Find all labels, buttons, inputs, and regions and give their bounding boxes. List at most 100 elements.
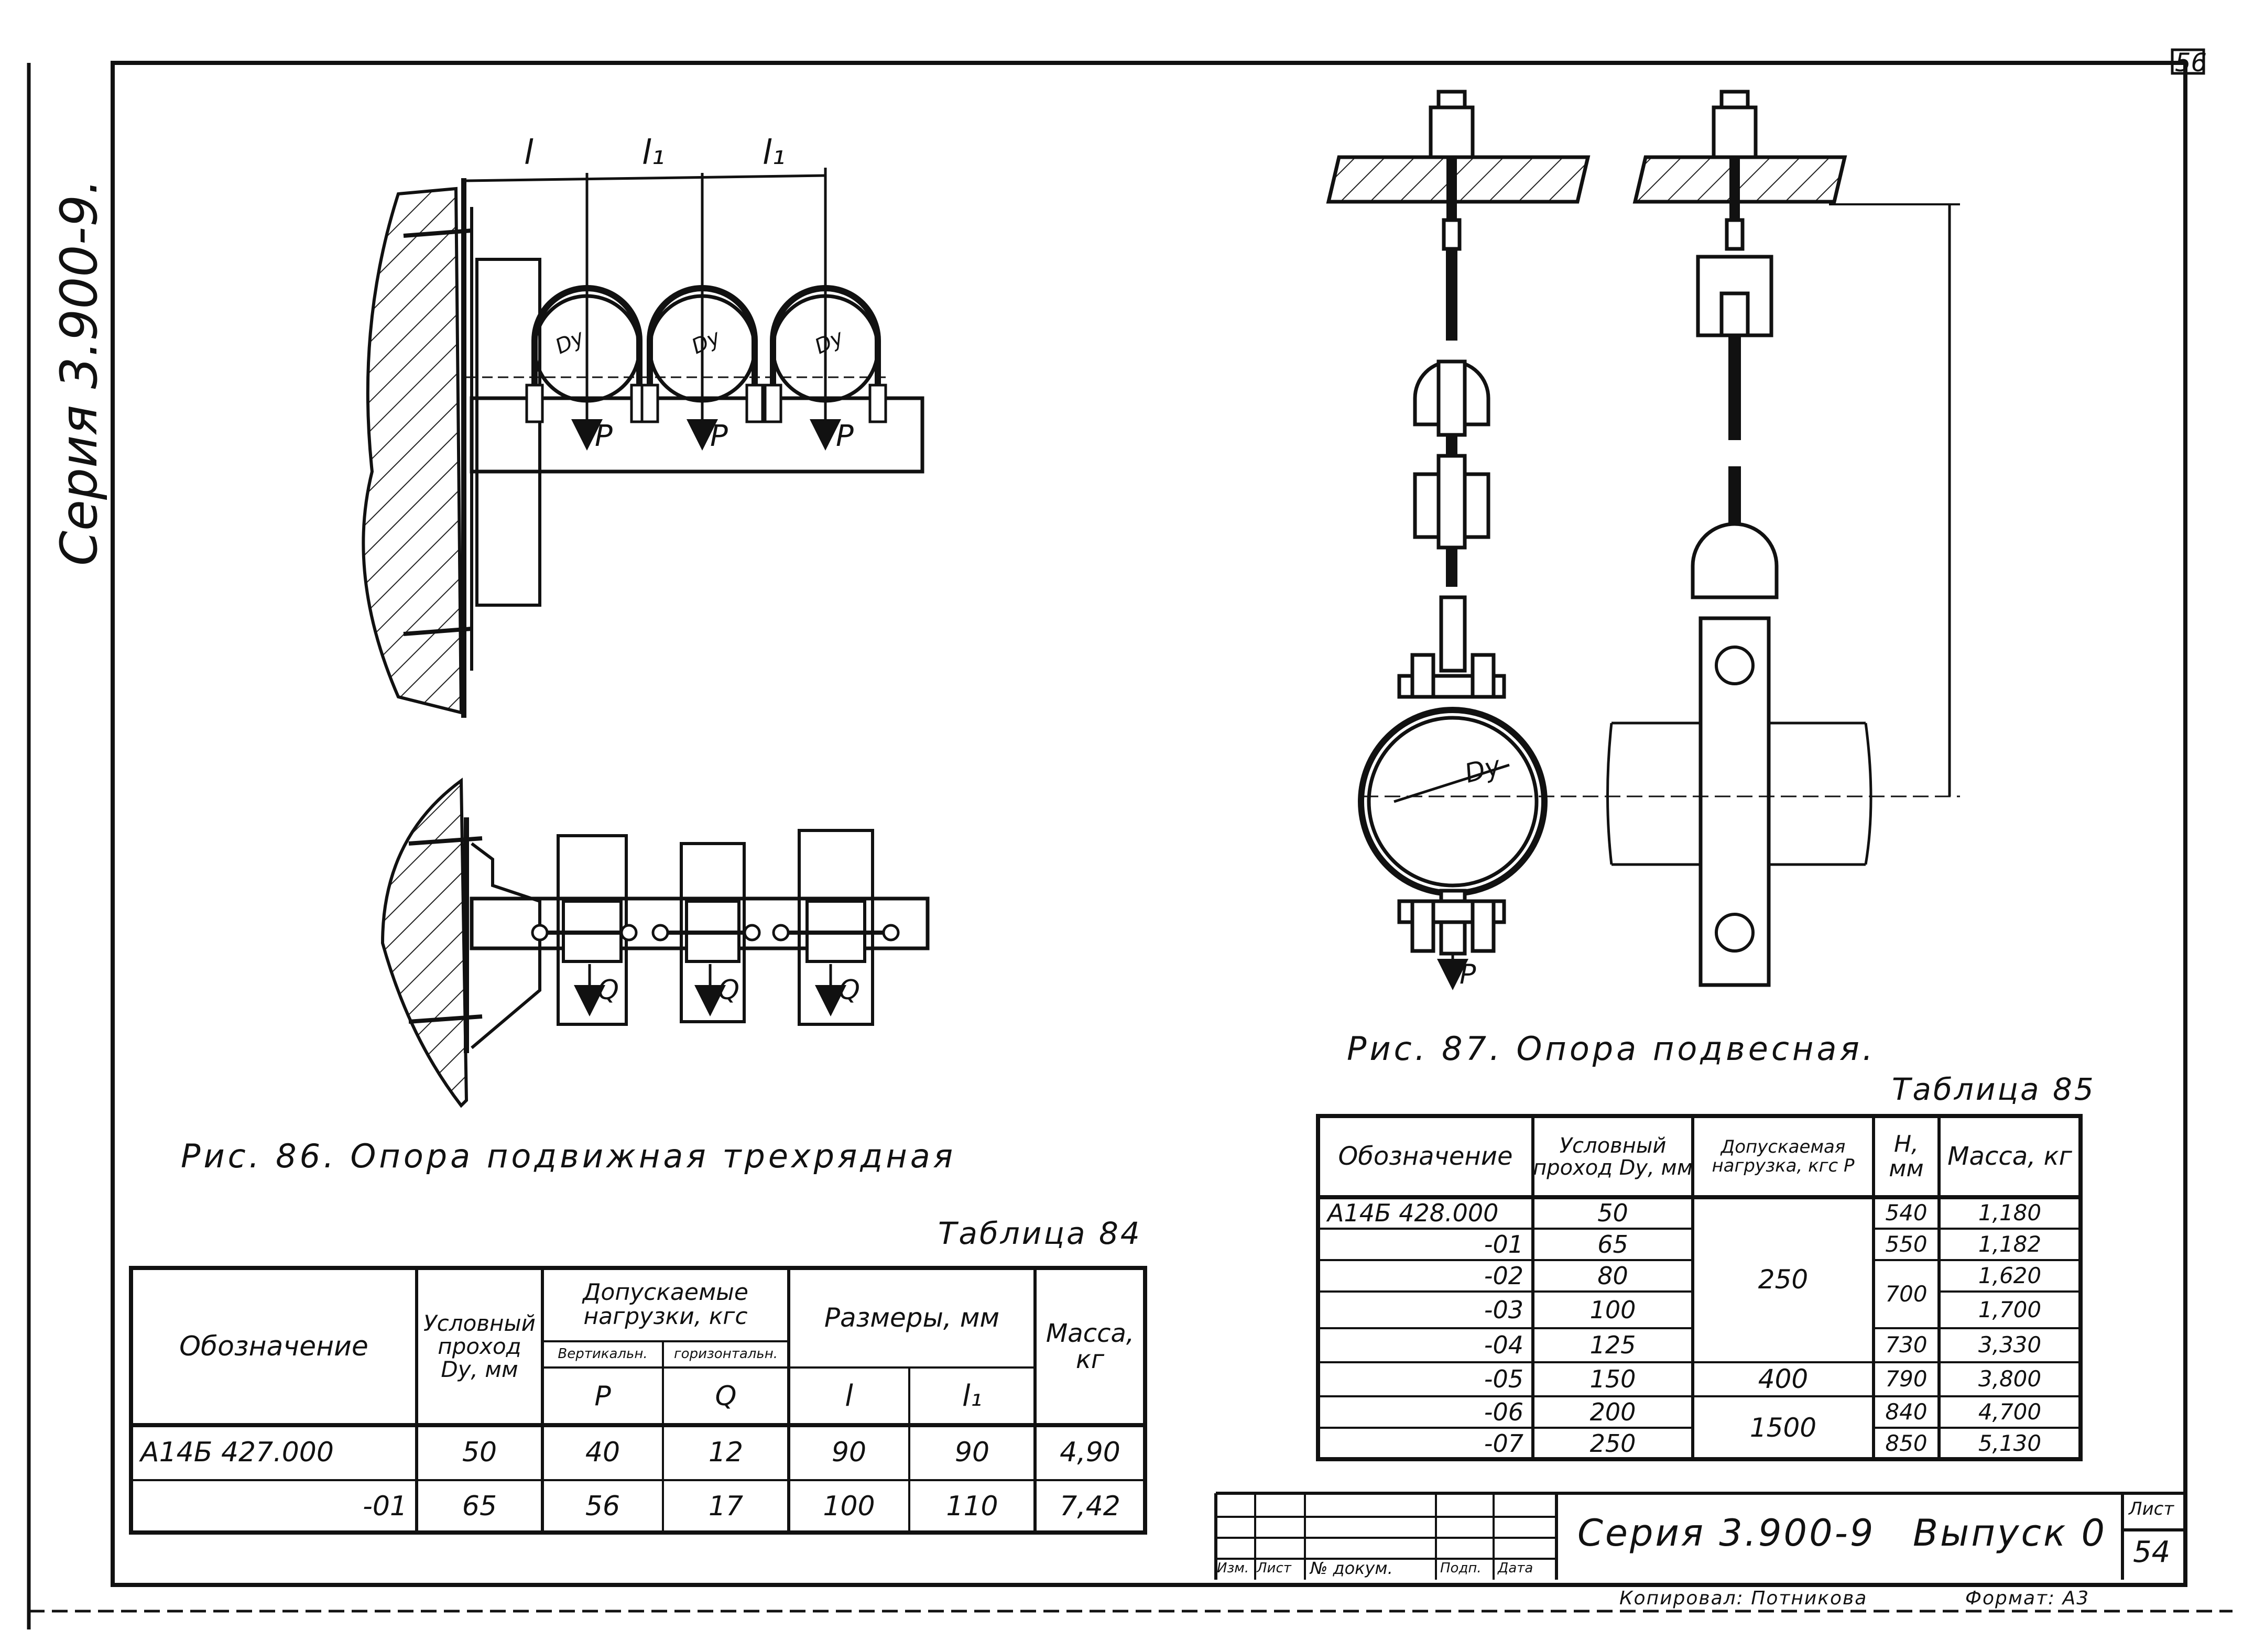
fig86-elevation: [362, 168, 924, 718]
t85-header-dy: Условный проход Dу, мм: [1533, 1133, 1693, 1180]
load-q-2: Q: [718, 975, 739, 1006]
t84-row1-q: 12: [708, 1437, 744, 1469]
tb-sheet-label: Лист: [2129, 1498, 2174, 1519]
table85-grid: [1316, 1114, 2083, 1461]
t85-row8-dy: 250: [1589, 1429, 1636, 1458]
t84-header-horizontal: горизонтальн.: [674, 1346, 778, 1362]
t84-header-q: Q: [715, 1380, 737, 1412]
t84-row1-l: 90: [831, 1437, 867, 1469]
t85-h-700: 700: [1885, 1281, 1928, 1307]
t85-row3-dy: 80: [1597, 1261, 1628, 1290]
fig87-caption: Рис. 87. Опора подвесная.: [1347, 1030, 1876, 1068]
t85-row7-h: 840: [1885, 1398, 1928, 1425]
load-q-3: Q: [839, 975, 860, 1006]
tb-col-sign: Подп.: [1440, 1560, 1482, 1576]
t85-row7-dy: 200: [1589, 1397, 1636, 1426]
t85-header-designation: Обозначение: [1338, 1142, 1513, 1172]
t85-load-250: 250: [1758, 1264, 1809, 1295]
t84-header-vertical: Вертикальн.: [558, 1346, 648, 1362]
tb-issue: Выпуск 0: [1913, 1512, 2107, 1555]
t85-row1-mass: 1,180: [1978, 1199, 2042, 1226]
load-p-1: P: [595, 419, 613, 453]
table84-grid: [129, 1266, 1147, 1535]
t85-row1-dy: 50: [1597, 1198, 1628, 1227]
tb-format: Формат: А3: [1965, 1588, 2090, 1609]
t85-row6-h: 790: [1885, 1366, 1928, 1392]
t84-row1-designation: А14Б 427.000: [140, 1437, 334, 1469]
t85-row8-h: 850: [1885, 1430, 1928, 1456]
t85-header-mass: Масса, кг: [1947, 1142, 2072, 1172]
t84-row2-designation: -01: [363, 1490, 407, 1522]
tb-col-izm: Изм.: [1217, 1560, 1249, 1576]
t84-row2-l: 100: [823, 1490, 875, 1522]
tb-series: Серия 3.900-9: [1577, 1512, 1876, 1555]
t84-header-p: P: [594, 1380, 611, 1412]
t85-row1-designation: А14Б 428.000: [1327, 1198, 1499, 1227]
t85-row5-designation: -04: [1484, 1331, 1523, 1360]
t85-row8-mass: 5,130: [1978, 1430, 2042, 1456]
fig86-caption: Рис. 86. Опора подвижная трехрядная: [181, 1137, 956, 1175]
t84-row2-q: 17: [708, 1490, 744, 1522]
t84-header-l1: l₁: [962, 1379, 982, 1413]
t85-row2-dy: 65: [1597, 1230, 1628, 1259]
tb-col-list: Лист: [1257, 1560, 1291, 1576]
t85-row5-h: 730: [1885, 1332, 1928, 1358]
t84-header-sizes: Размеры, мм: [824, 1302, 1000, 1333]
t85-header-load: Допускаемая нагрузка, кгс P: [1712, 1136, 1855, 1176]
t84-row2-l1: 110: [946, 1490, 998, 1522]
t84-row1-p: 40: [585, 1437, 620, 1469]
t85-row3-mass: 1,620: [1978, 1262, 2042, 1288]
t84-header-dy: Условный проход Dу, мм: [423, 1310, 536, 1383]
t84-row1-l1: 90: [954, 1437, 990, 1469]
load-p-2: P: [710, 419, 728, 453]
table84-label: Таблица 84: [938, 1216, 1142, 1251]
t85-row4-dy: 100: [1589, 1295, 1636, 1324]
outer-frame: [27, 48, 2233, 1629]
fig87-side-view: [1363, 90, 1960, 987]
load-p-3: P: [836, 419, 854, 453]
t85-row2-mass: 1,182: [1978, 1231, 2042, 1257]
t85-row5-dy: 125: [1589, 1331, 1636, 1360]
t85-row6-mass: 3,800: [1978, 1366, 2042, 1392]
t85-load-400: 400: [1758, 1364, 1809, 1395]
t84-header-designation: Обозначение: [179, 1330, 368, 1362]
t85-row4-mass: 1,700: [1978, 1296, 2042, 1322]
tb-col-doc: № докум.: [1310, 1558, 1393, 1578]
t85-row2-h: 550: [1885, 1231, 1928, 1257]
page-number: 56: [2175, 48, 2207, 78]
t84-header-mass: Масса, кг: [1046, 1318, 1135, 1374]
t84-header-l: l: [845, 1379, 853, 1413]
fig87-load-p: P: [1460, 959, 1476, 990]
t85-row8-designation: -07: [1484, 1429, 1523, 1458]
t85-row7-designation: -06: [1484, 1397, 1523, 1426]
t84-header-loads: Допускаемые нагрузки, кгс: [583, 1278, 748, 1330]
title-block-grid: [1214, 1492, 2185, 1580]
dim-l1-first: l₁: [642, 134, 665, 172]
t85-row2-designation: -01: [1484, 1230, 1523, 1259]
load-q-1: Q: [597, 975, 619, 1006]
t84-row2-p: 56: [585, 1490, 620, 1522]
fig87-left-view: [1326, 90, 1591, 990]
dim-l: l: [524, 134, 533, 172]
t85-row7-mass: 4,700: [1978, 1398, 2042, 1425]
t85-row5-mass: 3,330: [1978, 1332, 2042, 1358]
t84-row1-dy: 50: [462, 1437, 497, 1469]
t85-row6-dy: 150: [1589, 1365, 1636, 1394]
fig86-plan: [380, 778, 930, 1108]
t85-row6-designation: -05: [1484, 1365, 1523, 1394]
t84-row1-mass: 4,90: [1060, 1437, 1120, 1469]
t84-row2-dy: 65: [462, 1490, 497, 1522]
t85-load-1500: 1500: [1749, 1412, 1817, 1443]
t85-row4-designation: -03: [1484, 1295, 1523, 1324]
tb-sheet-number: 54: [2133, 1535, 2171, 1569]
table85-label: Таблица 85: [1892, 1071, 2096, 1107]
t85-row1-h: 540: [1885, 1199, 1928, 1226]
tb-col-date: Дата: [1498, 1560, 1533, 1576]
t84-row2-mass: 7,42: [1060, 1490, 1120, 1522]
t85-header-h: H, мм: [1889, 1131, 1924, 1182]
side-series-label: Серия 3.900-9.: [50, 179, 108, 566]
dim-l1-second: l₁: [763, 134, 786, 172]
t85-row3-designation: -02: [1484, 1261, 1523, 1290]
